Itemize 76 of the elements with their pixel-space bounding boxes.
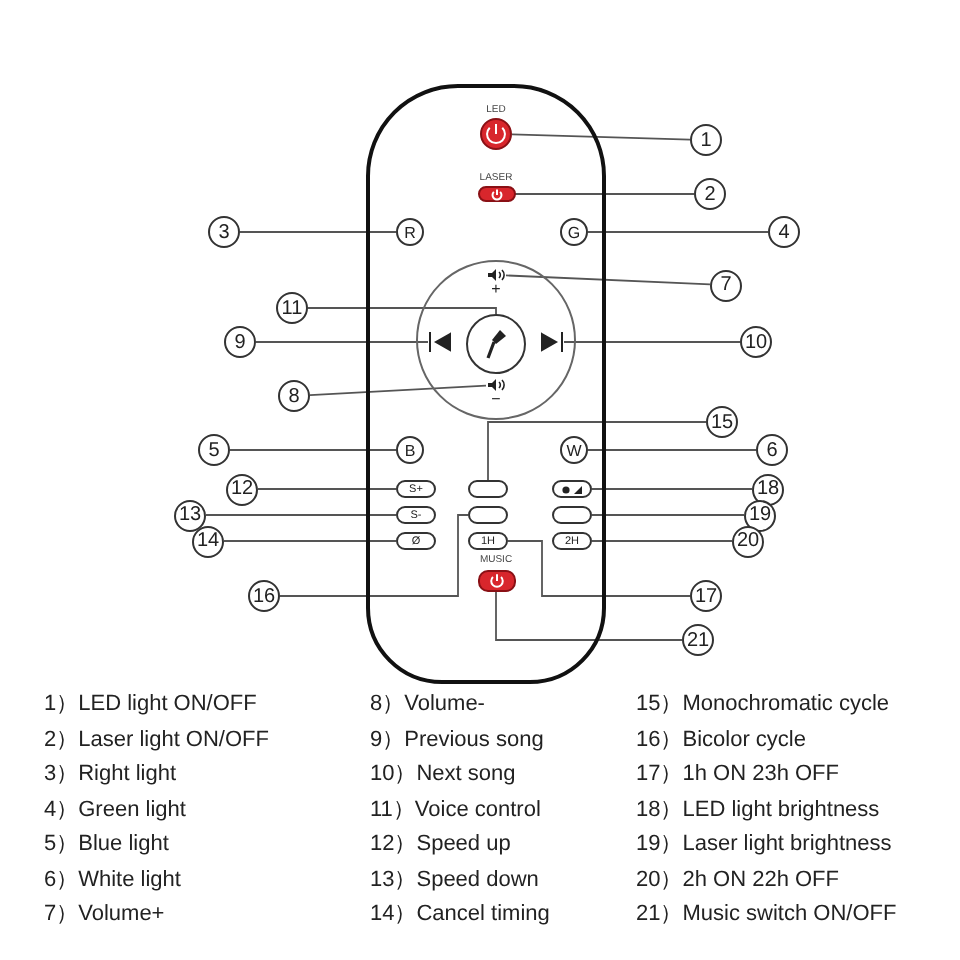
callout-number: 1 <box>690 124 722 156</box>
sign-text: − <box>491 392 501 408</box>
leader-line <box>487 421 707 481</box>
callout-description: 6）White light <box>44 865 181 893</box>
leader-line <box>255 341 429 343</box>
callout-number: 5 <box>198 434 230 466</box>
callout-description: 4）Green light <box>44 795 186 823</box>
callout-number: 8 <box>278 380 310 412</box>
microphone-button <box>466 314 526 374</box>
callout-number: 10 <box>740 326 772 358</box>
leader-line <box>507 540 691 597</box>
callout-number: 16 <box>248 580 280 612</box>
leader-line <box>239 231 397 233</box>
callout-number: 14 <box>192 525 224 557</box>
callout-description: 3）Right light <box>44 760 177 788</box>
sign-text: + <box>491 282 501 298</box>
callout-number: 4 <box>768 216 800 248</box>
leader-line <box>307 307 497 315</box>
callout-description: 9）Previous song <box>370 725 544 753</box>
leader-line <box>257 488 397 490</box>
leader-line <box>511 133 691 141</box>
callout-description: 21）Music switch ON/OFF <box>636 900 897 928</box>
color-button: G <box>560 218 588 246</box>
pill-button <box>468 506 508 524</box>
callout-number: 9 <box>224 326 256 358</box>
leader-line <box>587 231 769 233</box>
callout-description: 2）Laser light ON/OFF <box>44 725 269 753</box>
callout-number: 6 <box>756 434 788 466</box>
leader-line <box>309 384 487 397</box>
callout-number: 17 <box>690 580 722 612</box>
callout-number: 11 <box>276 292 308 324</box>
callout-number: 12 <box>226 473 258 505</box>
callout-description: 19）Laser light brightness <box>636 830 892 858</box>
callout-number: 13 <box>174 499 206 531</box>
leader-line <box>591 488 753 490</box>
leader-line <box>279 514 469 597</box>
leader-line <box>591 540 733 542</box>
callout-number: 15 <box>706 406 738 438</box>
callout-number: 19 <box>744 499 776 531</box>
callout-number: 21 <box>682 624 714 656</box>
leader-line <box>205 514 397 516</box>
callout-number: 2 <box>694 178 726 210</box>
callout-description: 14）Cancel timing <box>370 900 550 928</box>
callout-number: 20 <box>732 525 764 557</box>
callout-description: 5）Blue light <box>44 830 169 858</box>
callout-number: 18 <box>752 473 784 505</box>
pill-button <box>552 506 592 524</box>
color-button: R <box>396 218 424 246</box>
leader-line <box>505 274 711 286</box>
leader-line <box>587 449 757 451</box>
direction-pad <box>416 260 576 420</box>
color-button: B <box>396 436 424 464</box>
callout-description: 11）Voice control <box>370 795 541 823</box>
callout-number: 3 <box>208 216 240 248</box>
callout-description: 15）Monochromatic cycle <box>636 690 890 718</box>
brightness-button <box>552 480 592 498</box>
callout-number: 7 <box>710 269 742 301</box>
callout-description: 7）Volume+ <box>44 900 165 928</box>
callout-description: 18）LED light brightness <box>636 795 880 823</box>
callout-description: 12）Speed up <box>370 830 511 858</box>
color-button: W <box>560 436 588 464</box>
callout-description: 17）1h ON 23h OFF <box>636 760 839 788</box>
leader-line <box>495 591 683 641</box>
callout-description: 13）Speed down <box>370 865 539 893</box>
leader-line <box>563 341 741 343</box>
callout-description: 1）LED light ON/OFF <box>44 690 257 718</box>
callout-description: 8）Volume- <box>370 690 485 718</box>
pill-button <box>468 480 508 498</box>
leader-line <box>514 193 695 195</box>
callout-description: 10）Next song <box>370 760 516 788</box>
callout-description: 16）Bicolor cycle <box>636 725 806 753</box>
leader-line <box>591 514 745 516</box>
leader-line <box>229 449 397 451</box>
remote-control-body <box>366 84 606 684</box>
leader-line <box>223 540 397 542</box>
callout-description: 20）2h ON 22h OFF <box>636 865 839 893</box>
